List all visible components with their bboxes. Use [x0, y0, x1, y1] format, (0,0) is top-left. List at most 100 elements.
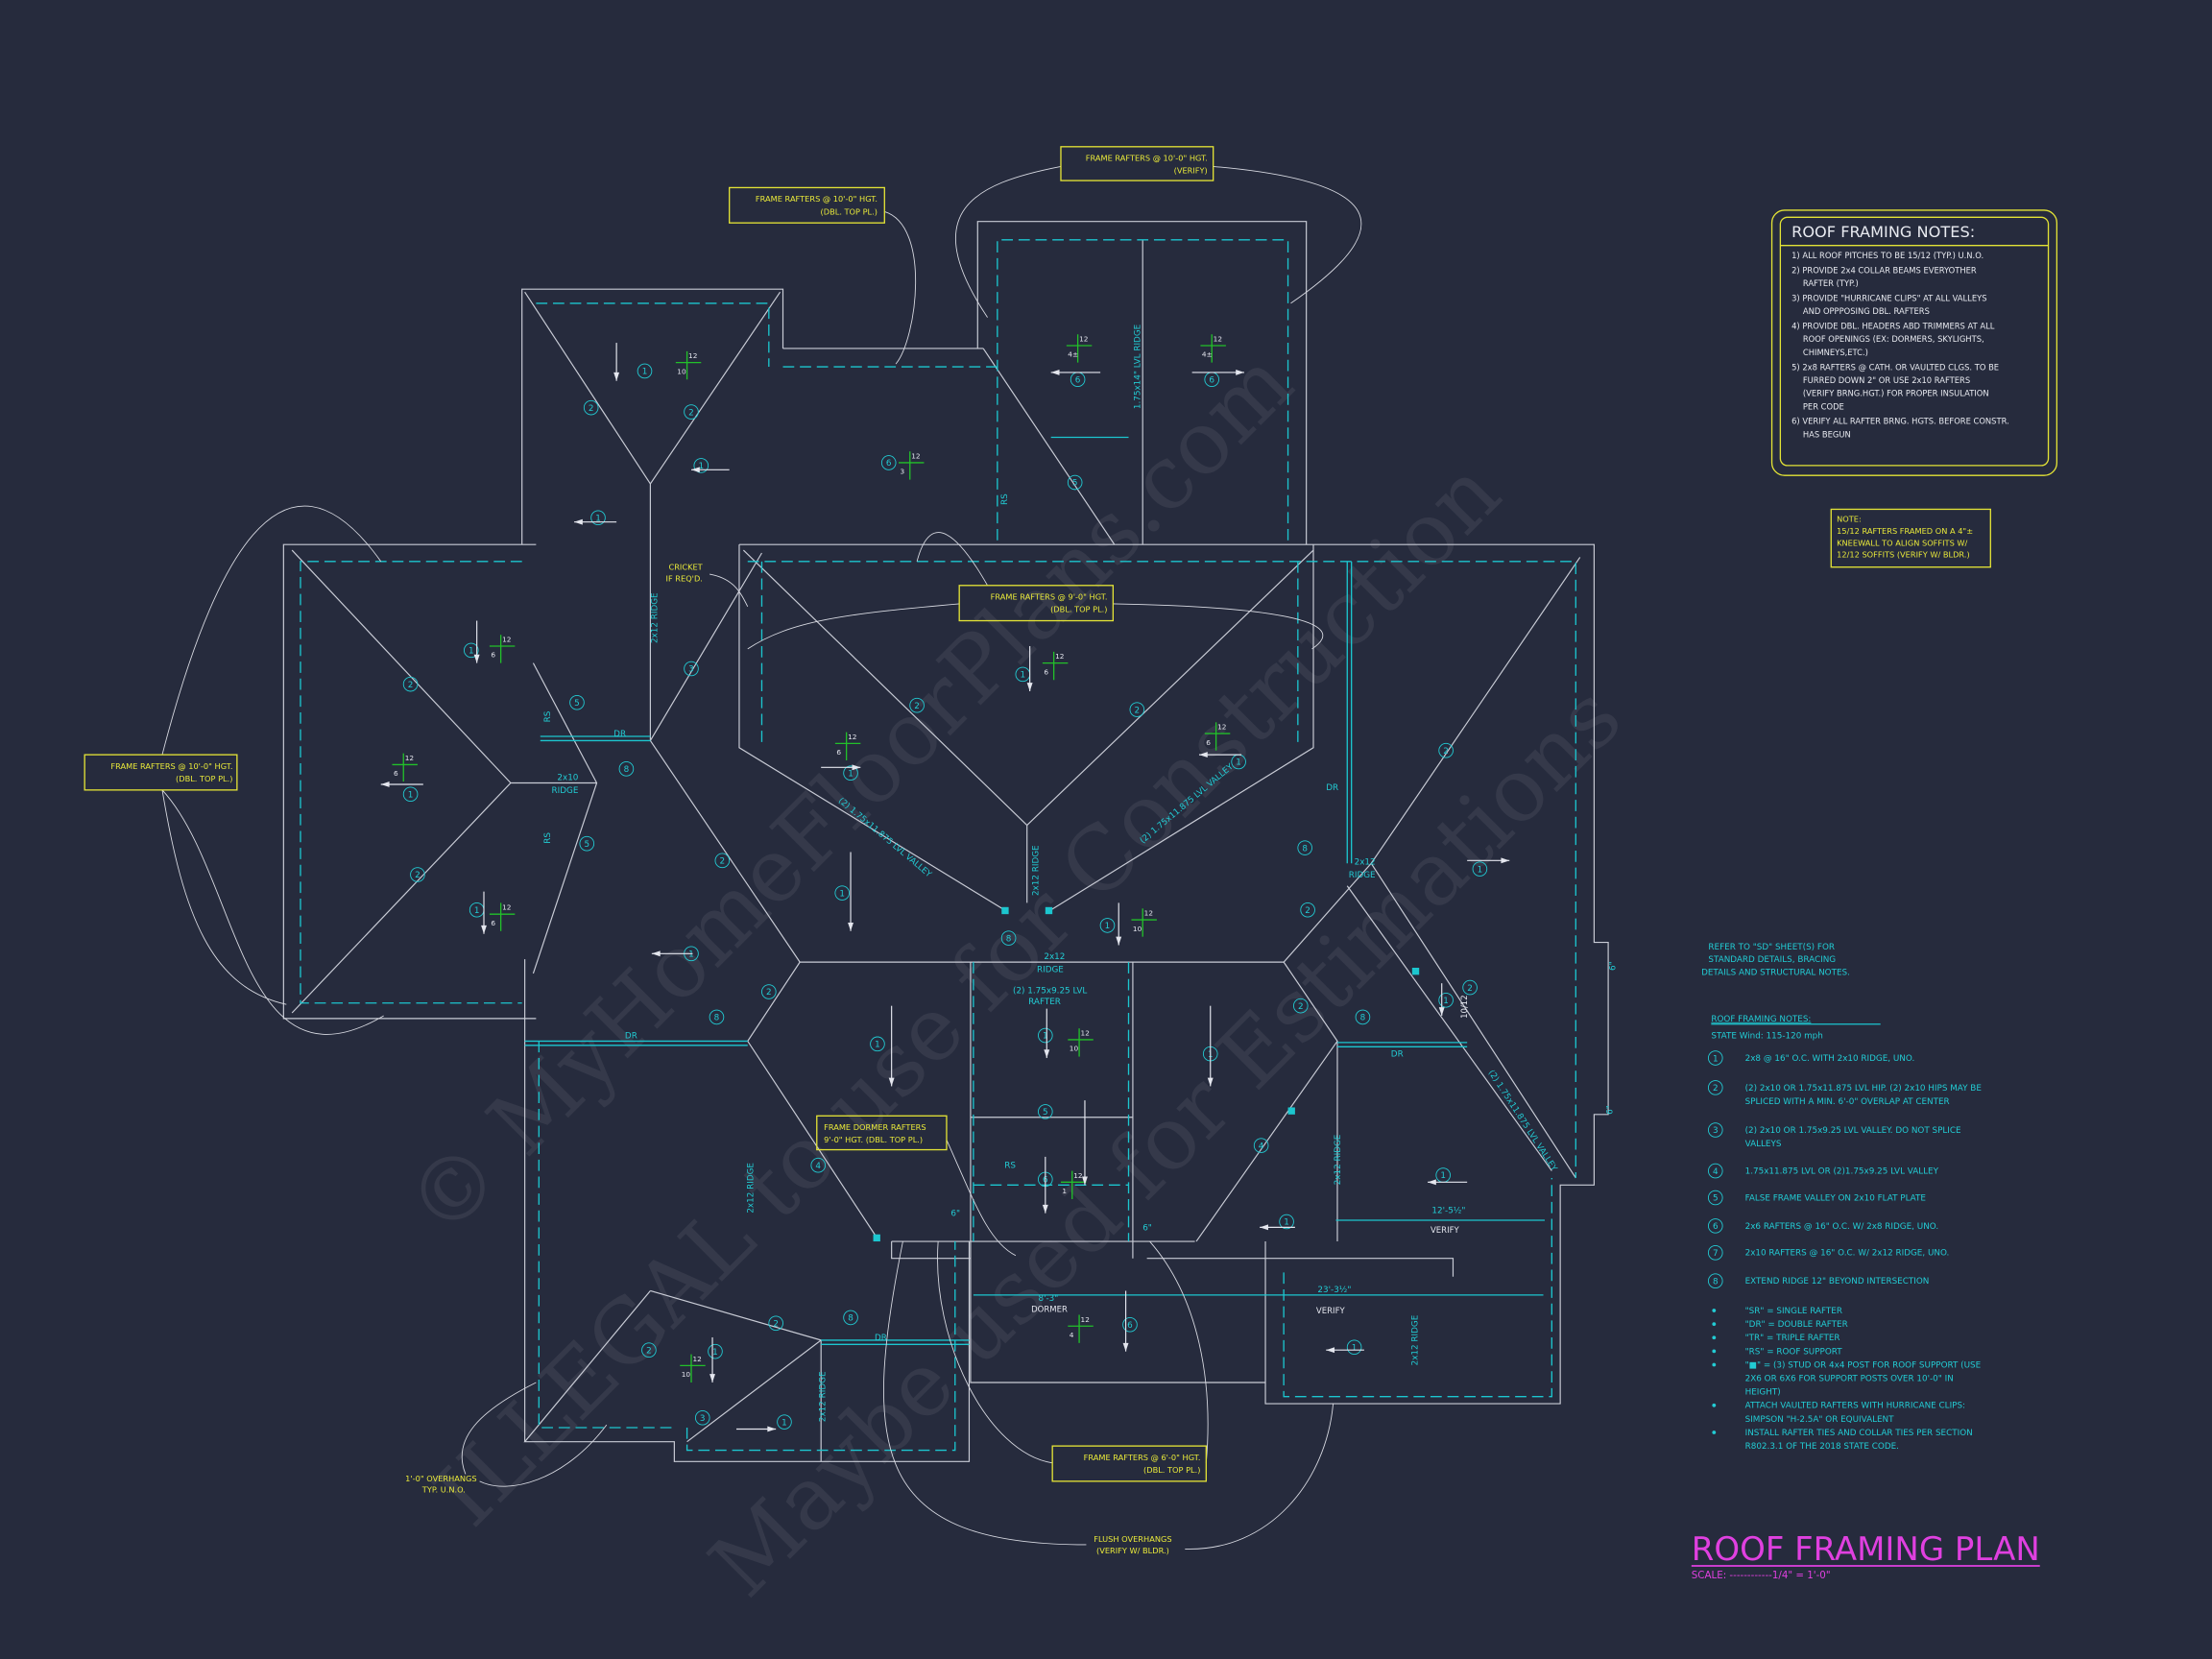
arrow-head: [651, 950, 661, 957]
framing-mark: 5: [579, 835, 595, 852]
plan-label: DR: [1326, 783, 1338, 793]
mark-circle: [1462, 979, 1478, 996]
watermark: © MyHomeFloorPlans.com ILLEGAL to use fo…: [387, 331, 1641, 1616]
notes-box-line: HAS BEGUN: [1803, 429, 1851, 439]
bullet-dot: [1712, 1431, 1717, 1434]
mark-circle: [834, 885, 851, 901]
legend-bullet: "RS" = ROOF SUPPORT: [1712, 1347, 1842, 1357]
pitch-run: 12: [1055, 652, 1064, 661]
framing-mark: 5: [1038, 1104, 1053, 1119]
plan-label: RIDGE: [1349, 871, 1376, 880]
mark-circle: [618, 761, 635, 777]
pitch-rise: 10: [677, 367, 686, 375]
mark-number: 1: [698, 462, 704, 471]
legend-item-number-circle: [1707, 1273, 1723, 1288]
plan-label: 6": [1606, 1105, 1616, 1115]
pitch-symbol: 123: [899, 451, 925, 480]
callout-text: FRAME RAFTERS @ 9'-0" HGT.: [991, 591, 1108, 601]
callout-text: (DBL. TOP PL.): [821, 206, 878, 216]
plan-label: RIDGE: [552, 786, 579, 796]
note-text: FLUSH OVERHANGS: [1094, 1534, 1171, 1544]
pitch-run: 12: [1073, 1171, 1082, 1180]
note-cricket: CRICKET IF REQ'D.: [666, 563, 704, 584]
post-marker: [1001, 906, 1009, 915]
plan-label: RIDGE: [1037, 965, 1064, 974]
pitch-rise: 4: [1070, 1331, 1074, 1339]
mark-number: 8: [1302, 844, 1308, 854]
mark-number: 1: [688, 950, 694, 960]
arrow-icon: [1042, 1156, 1048, 1214]
plan-label: RS: [1004, 1162, 1016, 1171]
callout-frame-rafters-6ft: FRAME RAFTERS @ 6'-0" HGT. (DBL. TOP PL.…: [1051, 1445, 1207, 1482]
mark-number: 6: [886, 459, 892, 469]
legend-bullet-text: "■" = (3) STUD OR 4x4 POST FOR ROOF SUPP…: [1745, 1360, 1982, 1370]
arrow-icon: [709, 1336, 715, 1382]
legend-item: 2(2) 2x10 OR 1.75x11.875 LVL HIP. (2) 2x…: [1707, 1080, 1982, 1107]
kneewall-note-line: KNEEWALL TO ALIGN SOFFITS W/: [1837, 538, 1967, 547]
framing-mark: 8: [843, 1310, 858, 1326]
arrow-head: [473, 654, 480, 663]
mark-circle: [870, 1036, 885, 1052]
kneewall-note-box: NOTE:15/12 RAFTERS FRAMED ON A 4"±KNEEWA…: [1830, 508, 1991, 568]
framing-mark: 2: [583, 399, 599, 416]
arrow-head: [888, 1077, 895, 1087]
callout-text: (DBL. TOP PL.): [1050, 605, 1107, 614]
framing-mark: 2: [1292, 998, 1309, 1014]
plan-label: (2) 1.75x9.25 LVL: [1013, 986, 1087, 996]
legend-item-number: 6: [1713, 1222, 1719, 1232]
mark-circle: [1438, 993, 1454, 1008]
legend-item-text: EXTEND RIDGE 12" BEYOND INTERSECTION: [1745, 1277, 1930, 1286]
framing-mark: 8: [618, 761, 635, 777]
mark-circle: [579, 835, 595, 852]
rafter-direction-arrows: [380, 343, 1510, 1432]
arrow-head: [380, 781, 390, 787]
mark-circle: [1000, 930, 1017, 946]
callout-text: FRAME RAFTERS @ 10'-0" HGT.: [1086, 154, 1208, 163]
notes-box-line: AND OPPPOSING DBL. RAFTERS: [1803, 306, 1930, 316]
pitch-symbol: 126: [489, 902, 516, 931]
mark-number: 1: [474, 906, 480, 916]
mark-circle: [402, 786, 419, 803]
framing-mark: 1: [843, 765, 858, 781]
mark-number: 1: [1284, 1218, 1289, 1228]
refer-note-line: STANDARD DETAILS, BRACING: [1708, 955, 1836, 965]
mark-circle: [1297, 840, 1312, 855]
framing-mark: 4: [1253, 1138, 1269, 1153]
pitch-run: 12: [1081, 1315, 1090, 1324]
legend-bullet: "■" = (3) STUD OR 4x4 POST FOR ROOF SUPP…: [1712, 1360, 1982, 1398]
legend-item-number-circle: [1707, 1218, 1723, 1234]
mark-number: 2: [914, 702, 920, 711]
roof-outline: [282, 221, 1609, 1462]
pitch-run: 12: [911, 452, 920, 461]
mark-number: 1: [781, 1418, 787, 1428]
mark-number: 2: [589, 404, 594, 414]
legend-bullet-text: HEIGHT): [1745, 1388, 1781, 1398]
pitch-rise: 6: [394, 769, 398, 778]
pitch-symbol: 12 4: [1068, 1314, 1094, 1343]
mark-number: 2: [1135, 706, 1141, 715]
framing-mark: 8: [1000, 930, 1017, 946]
plan-label: 6": [1608, 961, 1618, 971]
arrow-icon: [651, 950, 693, 957]
pitch-rise: 6: [1206, 738, 1211, 747]
framing-mark: 1: [1472, 861, 1488, 877]
legend-item-text: 1.75x11.875 LVL OR (2)1.75x9.25 LVL VALL…: [1745, 1167, 1939, 1177]
legend-item-number-circle: [1707, 1190, 1723, 1206]
mark-circle: [1099, 918, 1116, 933]
legend-item-number-circle: [1707, 1080, 1723, 1095]
dimension-value: 8'-3": [1038, 1294, 1058, 1304]
framing-mark: 1: [469, 902, 485, 918]
notes-box-line: 5) 2x8 RAFTERS @ CATH. OR VAULTED CLGS. …: [1791, 362, 1999, 372]
callout-text: (DBL. TOP PL.): [176, 774, 232, 783]
legend-bullet-text: ATTACH VAULTED RAFTERS WITH HURRICANE CL…: [1745, 1402, 1965, 1411]
mark-circle: [1346, 1339, 1362, 1356]
legend-item-text: VALLEYS: [1745, 1140, 1782, 1149]
framing-mark: 2: [1300, 902, 1315, 918]
pitch-run: 12: [1217, 723, 1226, 732]
plan-label: 2x12 RIDGE: [1334, 1135, 1343, 1186]
